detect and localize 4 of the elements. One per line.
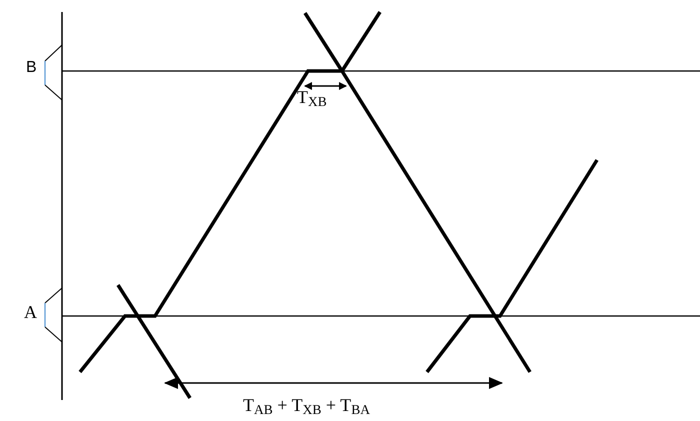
axis-label: A — [24, 303, 37, 321]
time-label: T$_{XB}$ — [297, 88, 327, 106]
axis-label: B — [26, 60, 37, 76]
time-label: T$_{AB}$ + T$_{XB}$ + T$_{BA}$ — [243, 396, 370, 414]
